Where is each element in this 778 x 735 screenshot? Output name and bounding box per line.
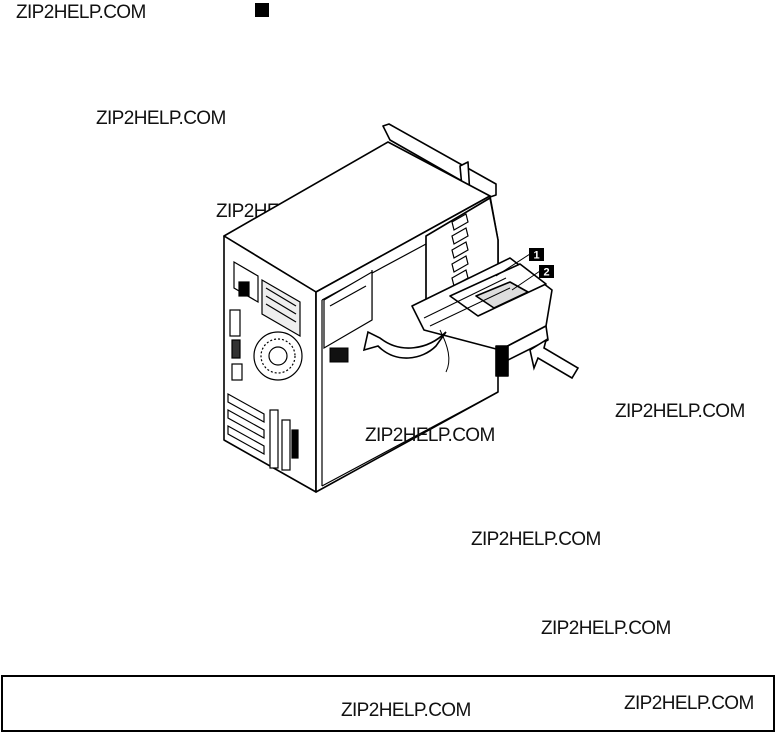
watermark-text: ZIP2HELP.COM [471,529,601,550]
watermark-text: ZIP2HELP.COM [624,693,754,714]
rotate-arrow-icon [362,330,447,359]
insert-arrow-icon [529,338,580,380]
watermark-text: ZIP2HELP.COM [16,2,146,23]
square-bullet-icon [255,3,269,17]
watermark-text: ZIP2HELP.COM [341,700,471,721]
watermark-text: ZIP2HELP.COM [615,401,745,422]
watermark-text: ZIP2HELP.COM [365,425,495,446]
callout-1-label: 1 [533,250,539,262]
watermark-text: ZIP2HELP.COM [96,108,226,129]
note-box [1,675,775,732]
callout-2-marker [539,265,554,278]
watermark-text: ZIP2HELP.COM [541,618,671,639]
callout-2-label: 2 [543,267,549,279]
callout-1-marker [529,248,544,261]
